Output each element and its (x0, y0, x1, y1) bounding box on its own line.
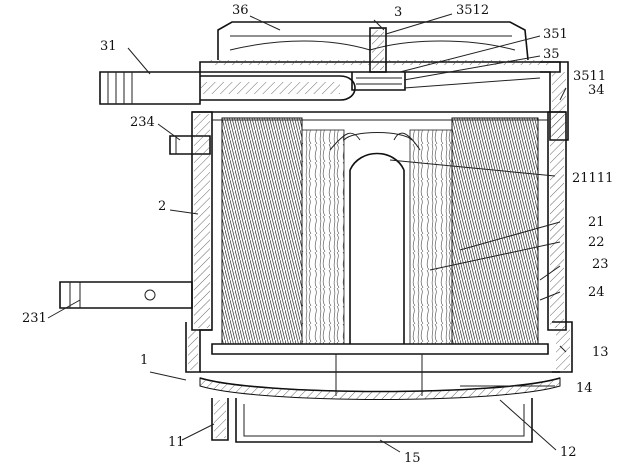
label-36: 36 (232, 3, 249, 18)
label-351: 351 (543, 27, 568, 42)
label-24: 24 (588, 285, 605, 300)
label-3: 3 (394, 5, 402, 20)
label-21: 21 (588, 215, 605, 230)
lower-body (185, 321, 573, 400)
inlet-pipe (99, 71, 356, 105)
label-23: 23 (592, 257, 609, 272)
vent-valve (351, 27, 406, 91)
label-1: 1 (140, 353, 148, 368)
outlet-pipe (59, 281, 193, 309)
label-13: 13 (592, 345, 609, 360)
label-12: 12 (560, 445, 577, 460)
label-3512: 3512 (456, 3, 489, 18)
label-15: 15 (404, 451, 421, 466)
label-3511: 3511 (573, 69, 606, 84)
reference-labels: 36 3 3512 351 35 3511 31 34 234 21111 2 … (22, 3, 613, 466)
filter-element (211, 117, 549, 355)
label-22: 22 (588, 235, 605, 250)
label-34: 34 (588, 83, 605, 98)
label-21111: 21111 (572, 171, 613, 186)
label-231: 231 (22, 311, 47, 326)
label-2: 2 (158, 199, 166, 214)
label-11: 11 (168, 435, 185, 450)
label-234: 234 (130, 115, 155, 130)
leader-lines (47, 13, 567, 453)
bottom-tray (211, 398, 533, 443)
label-14: 14 (576, 381, 593, 396)
label-35: 35 (543, 47, 560, 62)
label-31: 31 (100, 39, 117, 54)
